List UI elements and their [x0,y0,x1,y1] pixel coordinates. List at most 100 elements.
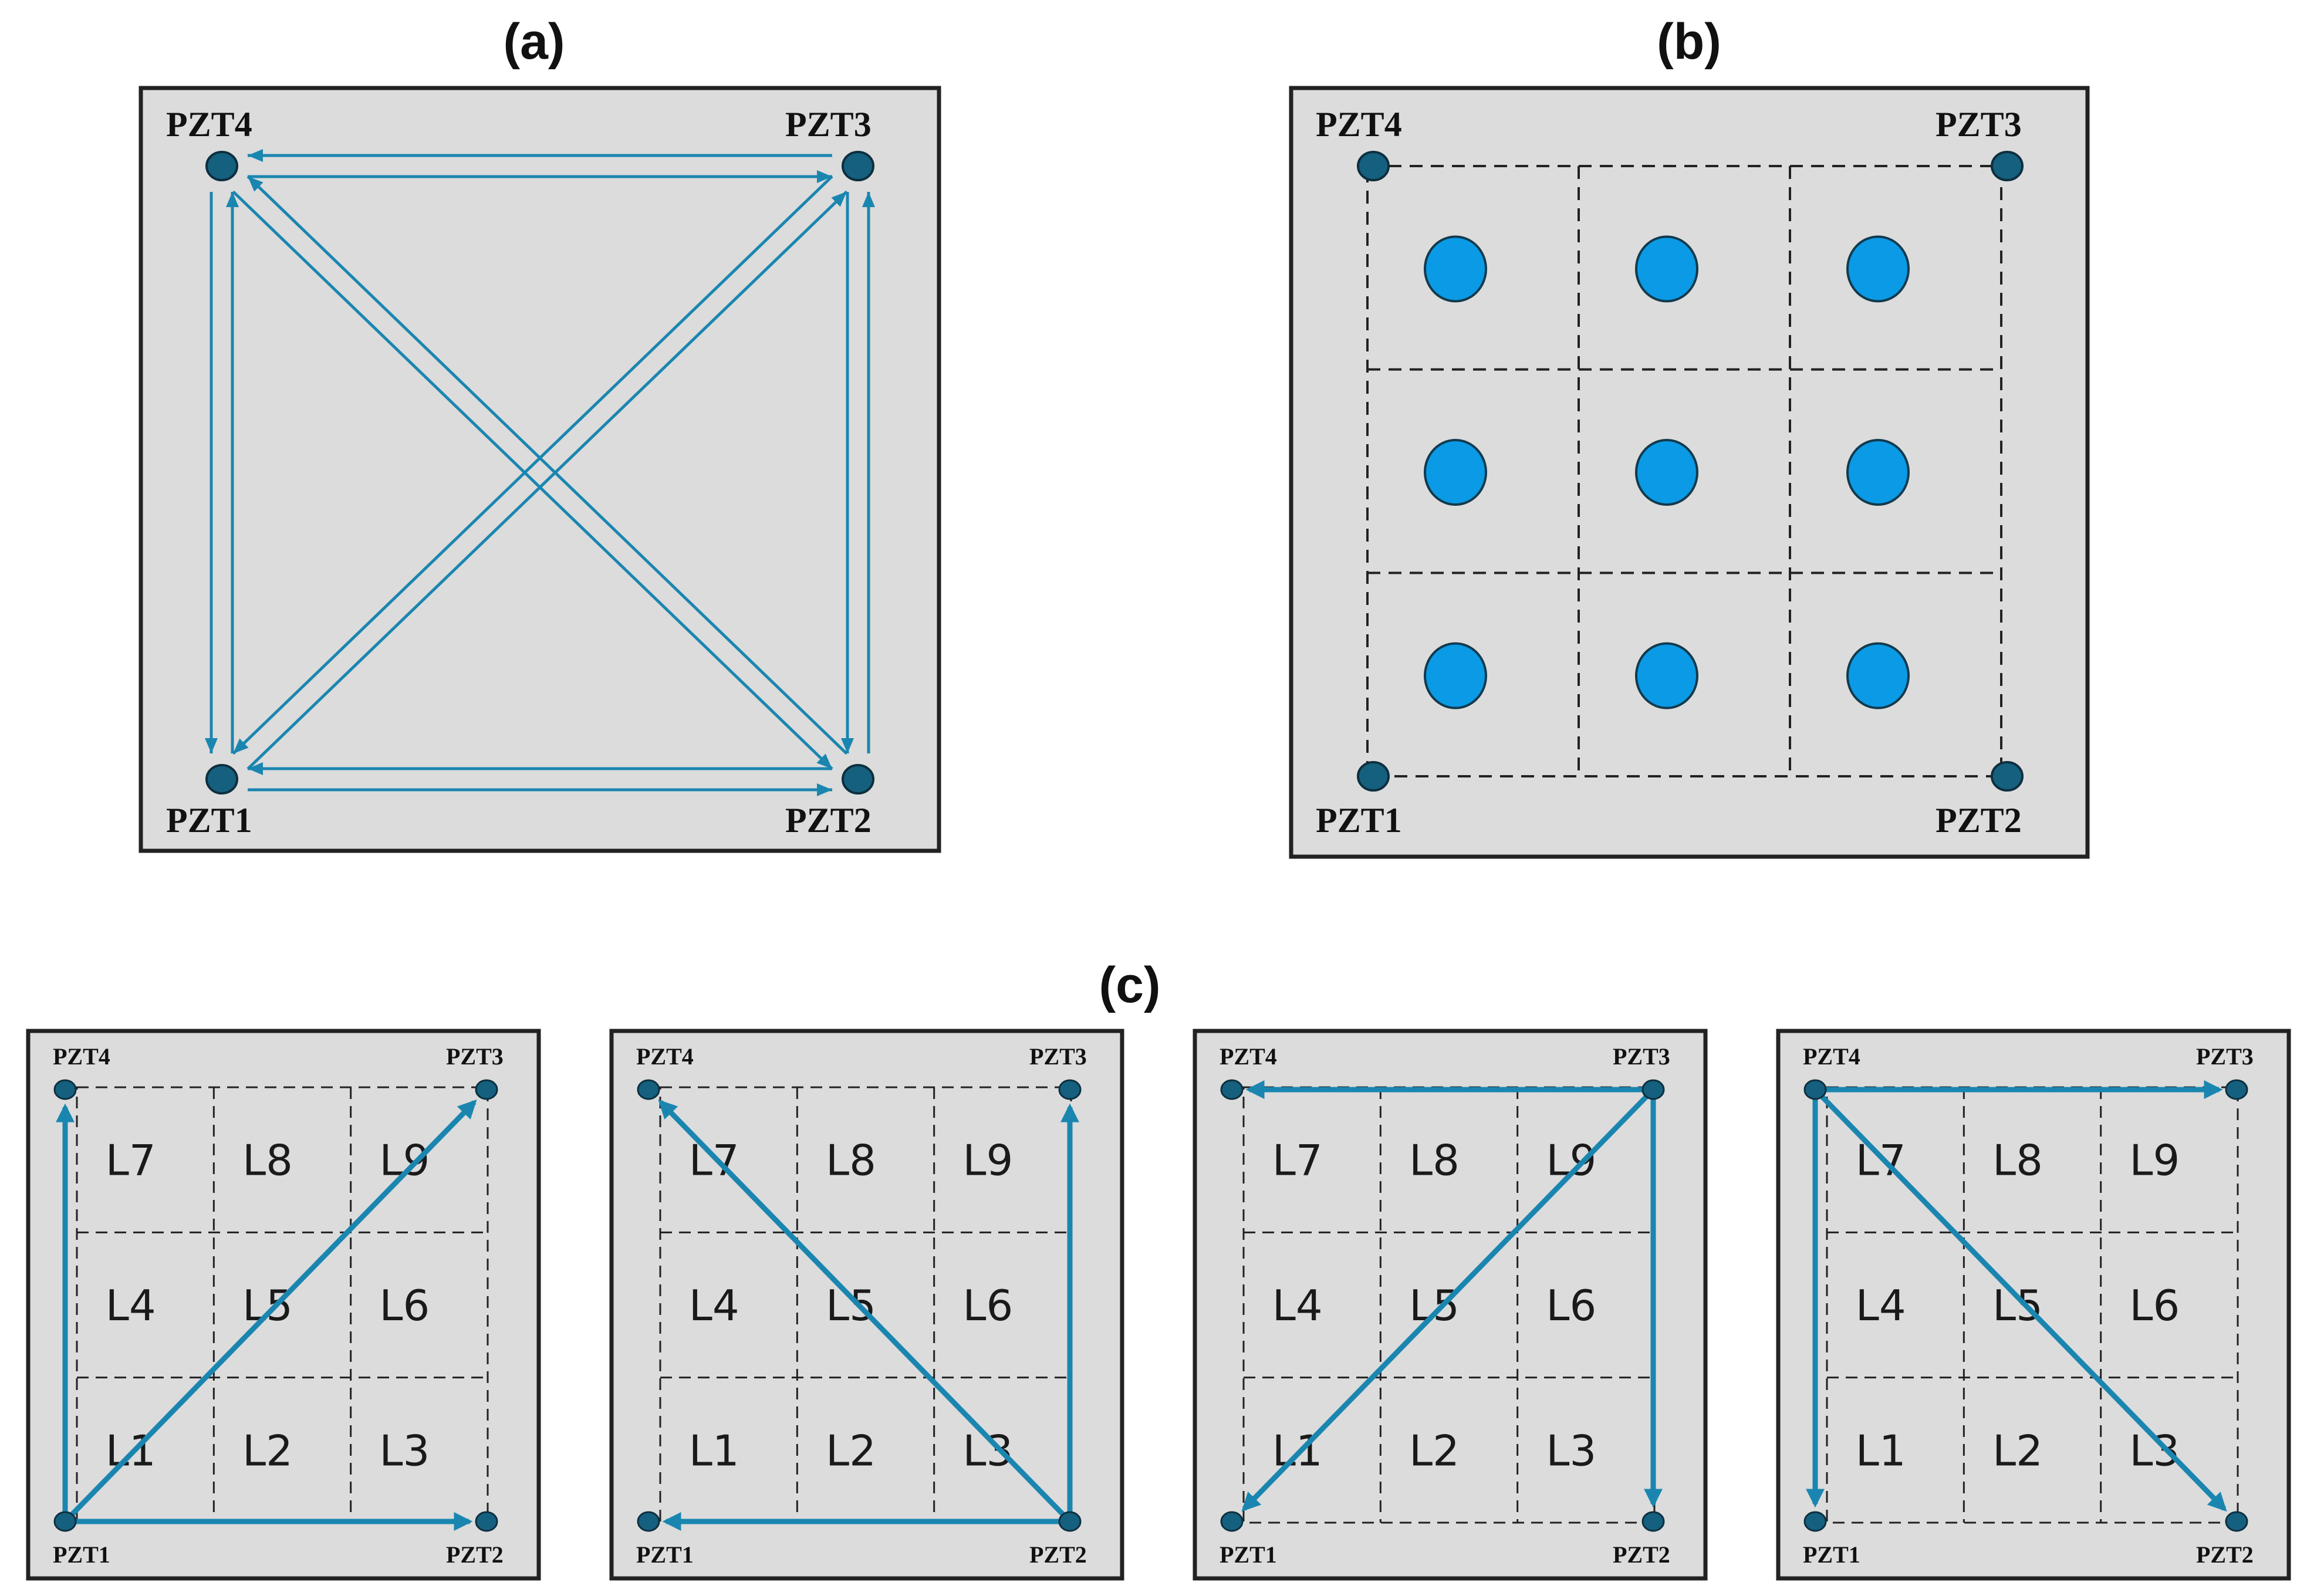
cell-label-l3: L3 [2129,1426,2180,1475]
panel-a-wave-paths [205,149,875,796]
cell-label-l6: L6 [2129,1281,2180,1330]
pzt2-sensor [475,1511,498,1532]
pzt4-label: PZT4 [53,1043,110,1070]
pzt2-sensor [2225,1511,2248,1532]
wave-path-arrowhead [831,191,847,207]
panel-b-pzt1-label: PZT1 [1316,801,1402,840]
pzt3-sensor [1991,151,2024,181]
cell-label-l8: L8 [1409,1136,1460,1185]
damage-location-marker [1846,642,1910,709]
cell-label-l5: L5 [1992,1281,2043,1330]
wave-path-arrowhead [248,176,264,192]
panel-a-pzt1-label: PZT1 [166,801,252,840]
pzt2-sensor [1991,761,2024,792]
cell-label-l9: L9 [962,1136,1013,1185]
wave-path-pzt2-to-pzt4 [246,175,848,755]
panel-a: PZT4 PZT3 PZT1 PZT2 [139,86,941,853]
damage-location-marker [1424,235,1487,303]
pzt4-sensor [53,1079,77,1100]
panel-a-sensors [205,151,874,794]
cell-label-l6: L6 [1546,1281,1596,1330]
wave-path-arrowhead [816,753,832,769]
pzt3-sensor [1641,1079,1665,1100]
pzt4-label: PZT4 [636,1043,694,1070]
pzt4-label: PZT4 [1220,1043,1277,1070]
cell-label-l2: L2 [1992,1426,2043,1475]
pzt3-label: PZT3 [1613,1043,1670,1070]
pzt3-sensor [475,1079,498,1100]
pzt2-sensor [1058,1511,1082,1532]
excitation-path-pzt1-to-pzt3 [66,1099,477,1520]
pzt1-label: PZT1 [636,1541,694,1568]
wave-path-pzt4-to-pzt2 [232,190,833,770]
pzt2-label: PZT2 [446,1541,504,1568]
pzt4-sensor [1803,1079,1827,1100]
pzt3-sensor [2225,1079,2248,1100]
cell-label-l5: L5 [826,1281,876,1330]
grid-outline [1826,1086,2239,1524]
panel-a-pzt2-label: PZT2 [785,801,872,840]
wave-path-arrowhead [862,192,875,207]
damage-location-marker [1846,439,1910,506]
pzt4-sensor [205,151,238,181]
cell-label-l2: L2 [826,1426,876,1475]
panel-b-pzt4-label: PZT4 [1316,105,1402,144]
excitation-path-pzt2-to-pzt4 [658,1099,1069,1520]
cell-label-l6: L6 [379,1281,430,1330]
pzt1-sensor [205,764,238,794]
cell-label-l3: L3 [379,1426,430,1475]
pzt2-label: PZT2 [1029,1541,1087,1568]
cell-label-l1: L1 [1856,1426,1906,1475]
panel-a-pzt4-label: PZT4 [166,105,252,144]
cell-label-l7: L7 [1272,1136,1323,1185]
cell-label-l5: L5 [242,1281,293,1330]
cell-label-l5: L5 [1409,1281,1460,1330]
cell-label-l9: L9 [2129,1136,2180,1185]
grid-outline [1366,165,2002,777]
pzt1-sensor [1357,761,1390,792]
damage-location-marker [1846,235,1910,303]
damage-location-marker [1635,439,1698,506]
pzt1-label: PZT1 [53,1541,110,1568]
panel-b-pzt3-label: PZT3 [1936,105,2022,144]
cell-label-l4: L4 [1856,1281,1906,1330]
pzt2-sensor [1641,1511,1665,1532]
pzt1-sensor [637,1511,660,1532]
pzt3-sensor [842,151,874,181]
pzt4-sensor [1357,151,1390,181]
cell-label-l7: L7 [106,1136,156,1185]
cell-label-l9: L9 [379,1136,430,1185]
cell-label-l3: L3 [1546,1426,1596,1475]
panel-b-grid [1366,165,2002,777]
damage-location-marker [1635,642,1698,709]
wave-path-arrowhead [248,762,263,775]
panel-b-label: (b) [1657,13,1721,70]
panel-c-label: (c) [1099,957,1160,1013]
wave-path-arrowhead [248,149,263,162]
cell-label-l4: L4 [689,1281,739,1330]
excitation-path-pzt3-to-pzt1 [1241,1091,1652,1512]
cell-label-l1: L1 [689,1426,739,1475]
pzt4-sensor [1220,1079,1244,1100]
cell-label-l8: L8 [826,1136,876,1185]
pzt2-label: PZT2 [2196,1541,2254,1568]
cell-label-l3: L3 [962,1426,1013,1475]
pzt2-label: PZT2 [1613,1541,1670,1568]
pzt1-sensor [1803,1511,1827,1532]
cell-label-l6: L6 [962,1281,1013,1330]
wave-path-pzt3-to-pzt1 [232,175,833,755]
wave-path-arrowhead [233,738,249,754]
panel-b-sensors [1357,151,2024,792]
cell-label-l2: L2 [242,1426,293,1475]
wave-path-arrowhead [817,783,832,796]
wave-path-arrowhead [205,738,218,753]
panel-a-label: (a) [503,13,565,70]
damage-location-marker [1424,439,1487,506]
pzt3-sensor [1058,1079,1082,1100]
cell-label-l2: L2 [1409,1426,1460,1475]
wave-path-arrowhead [841,738,854,753]
wave-path-pzt1-to-pzt3 [246,190,848,770]
damage-location-marker [1635,235,1698,303]
